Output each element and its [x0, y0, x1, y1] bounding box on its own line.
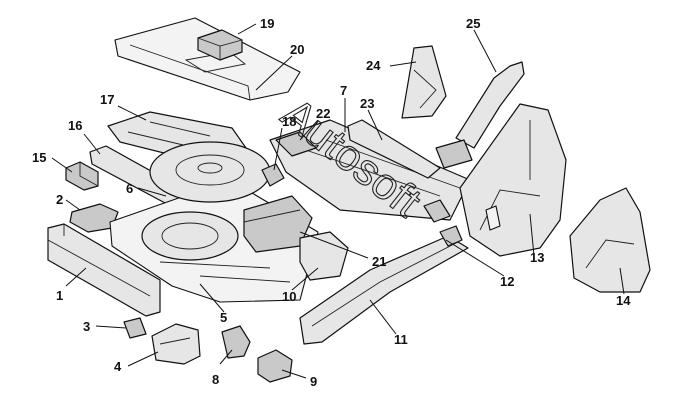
part-11-side-member	[299, 235, 469, 345]
leader-lines	[51, 23, 625, 379]
callout-7: 7	[340, 83, 347, 98]
part-25-pillar-reinforcement	[435, 61, 525, 169]
part-13-quarter-panel	[459, 103, 567, 257]
callout-25: 25	[466, 16, 480, 31]
part-23-crossmember	[347, 119, 441, 179]
callout-9: 9	[310, 374, 317, 389]
part-4-bracket	[151, 323, 201, 365]
callout-14: 14	[616, 293, 631, 308]
callout-1: 1	[56, 288, 63, 303]
part-3-bracket	[123, 317, 147, 339]
part-9-bracket	[257, 349, 293, 383]
part-24-pillar	[401, 45, 447, 119]
callout-18: 18	[282, 114, 296, 129]
callout-8: 8	[212, 372, 219, 387]
part-18-bracket	[261, 163, 285, 187]
part-1-rear-panel	[47, 223, 161, 317]
callout-3: 3	[83, 319, 90, 334]
callout-4: 4	[114, 359, 122, 374]
callout-24: 24	[366, 58, 381, 73]
callout-23: 23	[360, 96, 374, 111]
callout-2: 2	[56, 192, 63, 207]
callout-5: 5	[220, 310, 227, 325]
callout-20: 20	[290, 42, 304, 57]
part-19-box	[197, 29, 243, 61]
callout-19: 19	[260, 16, 274, 31]
part-10-bracket	[299, 231, 349, 281]
part-6-spare-wheel-well	[149, 141, 271, 203]
part-22-bracket	[275, 131, 317, 157]
callout-10: 10	[282, 289, 296, 304]
callout-6: 6	[126, 181, 133, 196]
callout-12: 12	[500, 274, 514, 289]
part-8-bracket	[221, 325, 251, 359]
callout-21: 21	[372, 254, 386, 269]
part-12-bracket	[423, 199, 463, 247]
part-15-bracket	[65, 161, 99, 191]
part-20-parcel-shelf	[114, 17, 301, 101]
callout-11: 11	[394, 332, 408, 347]
part-14-outer-quarter	[569, 187, 651, 293]
callout-13: 13	[530, 250, 544, 265]
part-7-center-floor	[269, 119, 471, 221]
callout-17: 17	[100, 92, 114, 107]
callout-22: 22	[316, 106, 330, 121]
callout-15: 15	[32, 150, 46, 165]
callout-16: 16	[68, 118, 82, 133]
